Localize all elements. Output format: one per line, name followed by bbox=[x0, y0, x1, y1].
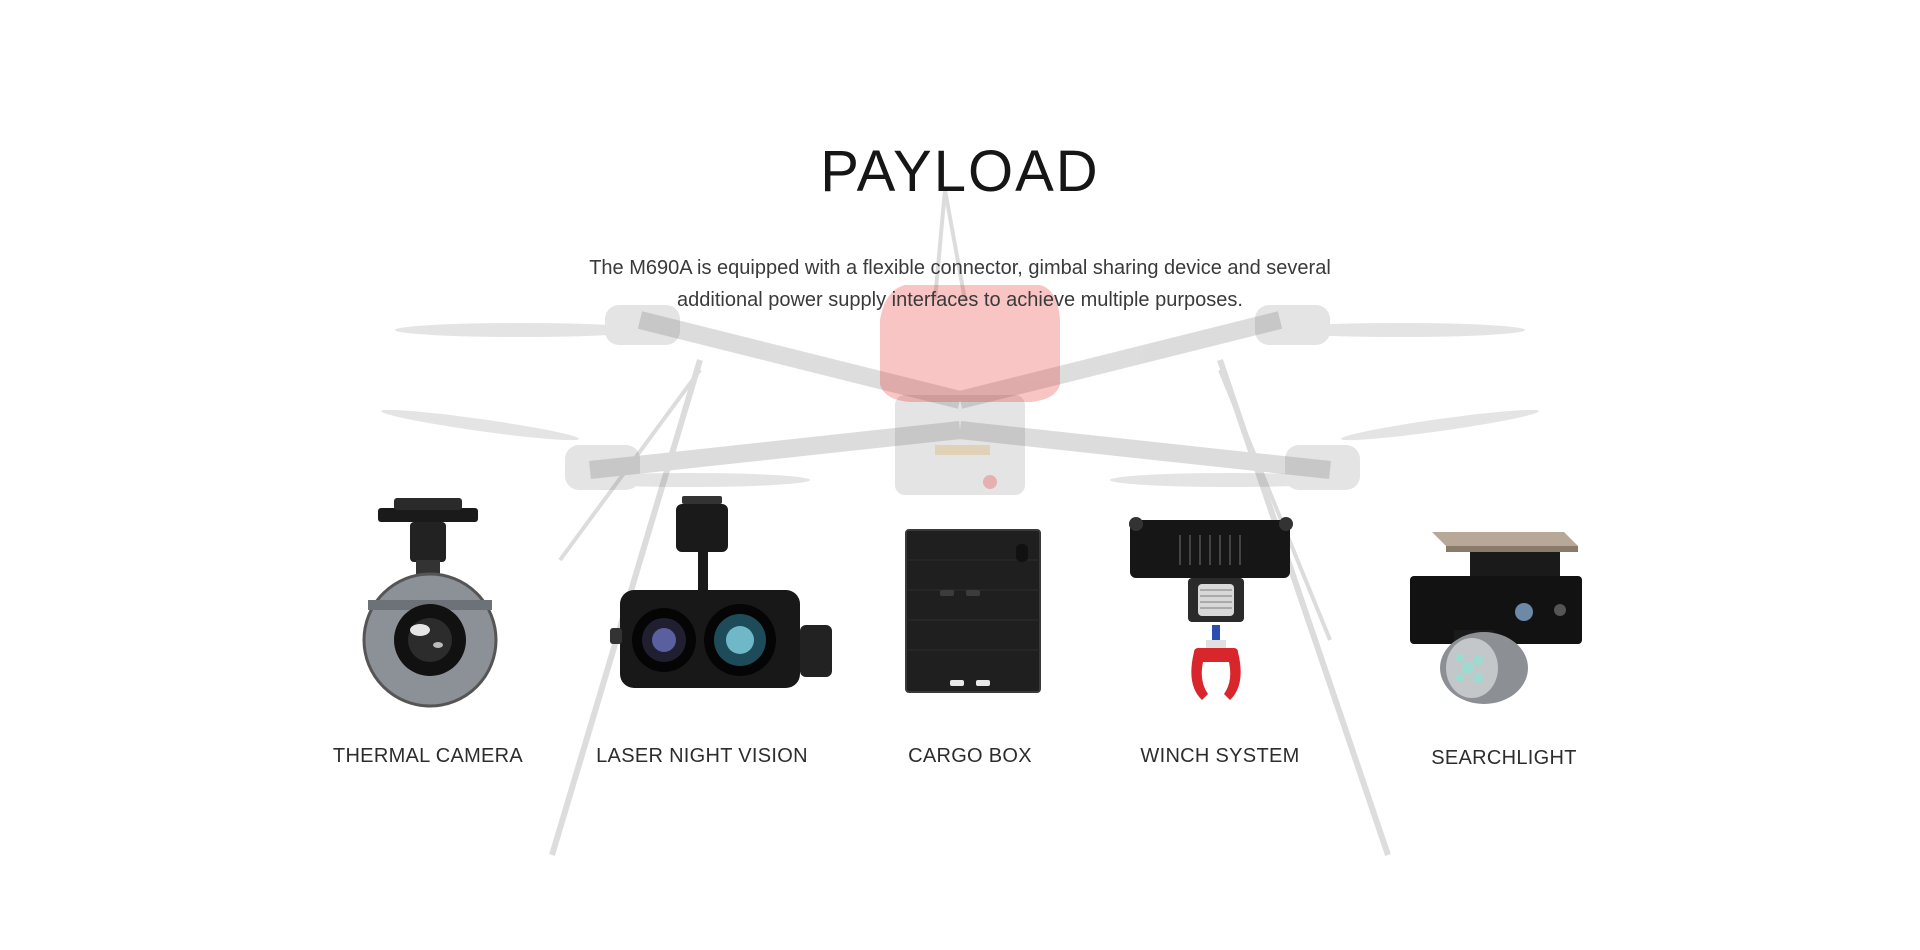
searchlight-icon bbox=[1410, 532, 1582, 704]
cargo-box-icon bbox=[905, 529, 1041, 693]
section-description: The M690A is equipped with a flexible co… bbox=[560, 252, 1360, 316]
payload-searchlight[interactable]: SEARCHLIGHT bbox=[1374, 480, 1634, 780]
payload-label: THERMAL CAMERA bbox=[332, 745, 524, 767]
thermal-camera-icon bbox=[362, 498, 498, 708]
payload-winch-system[interactable]: WINCH SYSTEM bbox=[1090, 480, 1350, 780]
winch-icon bbox=[1129, 517, 1293, 700]
description-line-2: additional power supply interfaces to ac… bbox=[677, 289, 1243, 311]
description-line-1: The M690A is equipped with a flexible co… bbox=[589, 257, 1331, 279]
payload-thermal-camera[interactable]: THERMAL CAMERA bbox=[298, 480, 558, 780]
payload-label: LASER NIGHT VISION bbox=[596, 745, 808, 767]
payload-label: CARGO BOX bbox=[908, 745, 1032, 767]
section-title: PAYLOAD bbox=[820, 139, 1100, 204]
payload-label: WINCH SYSTEM bbox=[1140, 745, 1300, 767]
laser-night-vision-camera-icon bbox=[610, 496, 832, 688]
payload-label: SEARCHLIGHT bbox=[1431, 747, 1577, 769]
payload-cargo-box[interactable]: CARGO BOX bbox=[840, 480, 1100, 780]
payload-laser-night-vision[interactable]: LASER NIGHT VISION bbox=[572, 480, 832, 780]
